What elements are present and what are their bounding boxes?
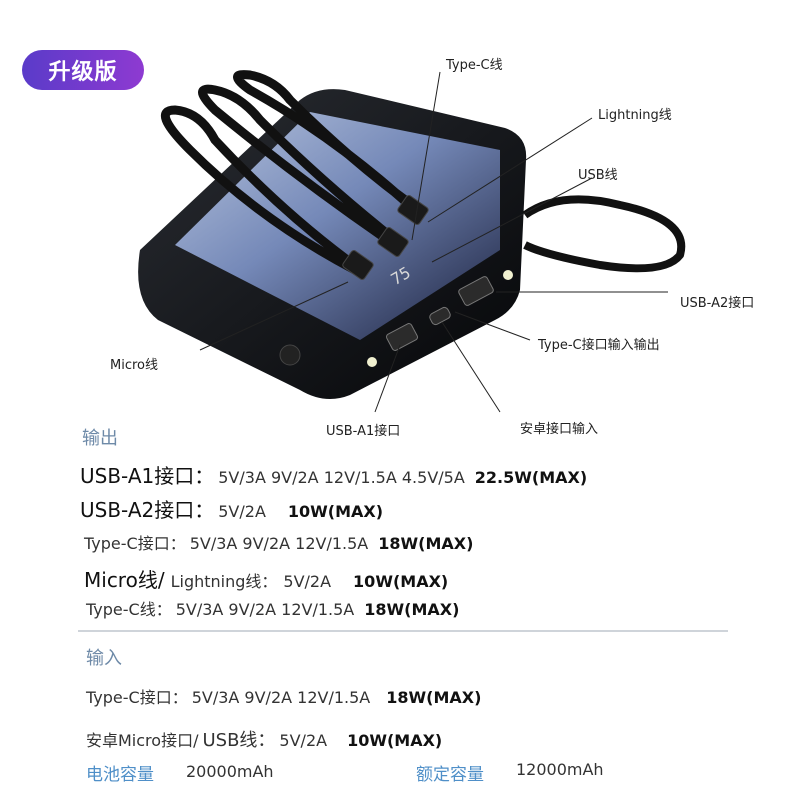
callout-type-c-cable: Type-C线 <box>446 58 503 73</box>
output-row-type-c-cable: Type-C线： 5V/3A 9V/2A 12V/1.5A 18W(MAX) <box>86 596 459 620</box>
input-row-micro-usb: 安卓Micro接口/ USB线： 5V/2A 10W(MAX) <box>86 726 442 752</box>
row-max: 10W(MAX) <box>347 731 443 750</box>
row-key: Type-C线： <box>86 600 172 619</box>
power-bank-illustration: 75 <box>138 70 686 413</box>
callout-type-c-port: Type-C接口输入输出 <box>538 338 660 353</box>
row-values: 5V/2A <box>218 502 266 521</box>
callout-android-port: 安卓接口输入 <box>520 422 599 437</box>
row-values: 5V/3A 9V/2A 12V/1.5A 4.5V/5A <box>218 468 465 487</box>
rated-capacity-value: 12000mAh <box>516 760 604 779</box>
row-key: Type-C接口： <box>86 688 188 707</box>
input-heading: 输入 <box>86 648 122 669</box>
callout-usb-a2: USB-A2接口 <box>680 296 755 311</box>
row-key: Type-C接口： <box>84 534 186 553</box>
row-values: 5V/3A 9V/2A 12V/1.5A <box>189 534 369 553</box>
row-max: 10W(MAX) <box>353 572 449 591</box>
callout-usb-a1: USB-A1接口 <box>326 424 401 439</box>
callout-usb-cable: USB线 <box>578 168 618 183</box>
row-max: 18W(MAX) <box>364 600 460 619</box>
rated-capacity-label: 额定容量 <box>416 765 484 785</box>
row-key2: Lightning线： <box>170 572 278 591</box>
output-heading: 输出 <box>82 428 118 449</box>
row-key: USB-A1接口： <box>80 464 215 488</box>
output-row-usb-a2: USB-A2接口： 5V/2A 10W(MAX) <box>80 494 383 523</box>
output-row-type-c-port: Type-C接口： 5V/3A 9V/2A 12V/1.5A 18W(MAX) <box>84 530 473 554</box>
row-key: Micro线/ <box>84 568 165 592</box>
row-values: 5V/3A 9V/2A 12V/1.5A <box>175 600 355 619</box>
battery-capacity-label: 电池容量 <box>86 765 154 785</box>
battery-capacity-value: 20000mAh <box>186 762 274 781</box>
row-values: 5V/2A <box>283 572 332 591</box>
callout-lightning-cable: Lightning线 <box>598 108 672 123</box>
row-key: 安卓Micro接口/ <box>86 731 199 750</box>
row-max: 22.5W(MAX) <box>474 468 588 487</box>
row-values: 5V/2A <box>279 731 328 750</box>
input-row-type-c-port: Type-C接口： 5V/3A 9V/2A 12V/1.5A 18W(MAX) <box>86 684 481 708</box>
row-key: USB-A2接口： <box>80 498 215 522</box>
section-divider <box>78 630 728 632</box>
row-max: 18W(MAX) <box>386 688 482 707</box>
upgrade-badge: 升级版 <box>22 50 144 90</box>
callout-micro-cable: Micro线 <box>110 358 158 373</box>
output-row-micro-lightning: Micro线/ Lightning线： 5V/2A 10W(MAX) <box>84 564 448 593</box>
output-row-usb-a1: USB-A1接口： 5V/3A 9V/2A 12V/1.5A 4.5V/5A 2… <box>80 460 587 489</box>
row-values: 5V/3A 9V/2A 12V/1.5A <box>191 688 371 707</box>
row-max: 18W(MAX) <box>378 534 474 553</box>
row-max: 10W(MAX) <box>287 502 384 521</box>
row-key2: USB线： <box>202 730 276 751</box>
